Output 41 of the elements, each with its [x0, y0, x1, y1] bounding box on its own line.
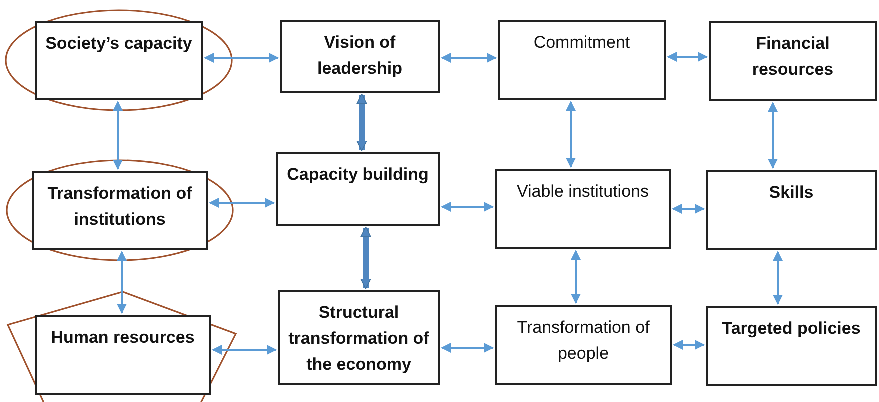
- double-arrow: [441, 53, 497, 63]
- box-label: Viable institutions: [516, 181, 650, 203]
- box-label: Vision of leadership: [316, 32, 404, 80]
- double-arrow: [117, 251, 127, 314]
- double-arrow: [672, 204, 705, 214]
- box-label: Transformation of people: [516, 317, 651, 365]
- double-arrow: [571, 250, 581, 304]
- double-arrow: [113, 101, 123, 170]
- concept-box: [498, 20, 666, 100]
- box-label: Human resources: [50, 327, 196, 349]
- concept-box: [35, 315, 211, 395]
- thick-double-arrow: [360, 226, 372, 290]
- box-label: Transformation of institutions: [46, 183, 194, 231]
- double-arrow: [566, 101, 576, 168]
- double-arrow: [441, 343, 494, 353]
- box-label: Skills: [768, 182, 815, 204]
- concept-box: [495, 169, 671, 249]
- double-arrow: [667, 52, 708, 62]
- box-label: Society’s capacity: [44, 33, 194, 55]
- box-label: Structural transformation of the economy: [288, 302, 430, 376]
- box-label: Commitment: [532, 32, 632, 54]
- double-arrow: [212, 345, 277, 355]
- double-arrow: [441, 202, 494, 212]
- double-arrow: [773, 251, 783, 305]
- concept-box: [280, 20, 440, 93]
- concept-box: [35, 21, 203, 100]
- double-arrow: [768, 102, 778, 169]
- box-label: Financial resources: [751, 33, 835, 81]
- concept-box: [32, 171, 208, 250]
- concept-box: [709, 21, 877, 101]
- concept-box: [278, 290, 440, 385]
- concept-box: [276, 152, 440, 226]
- box-label: Targeted policies: [721, 318, 862, 340]
- double-arrow: [209, 198, 275, 208]
- concept-box: [706, 170, 877, 250]
- double-arrow: [204, 53, 279, 63]
- concept-box: [706, 306, 877, 386]
- double-arrow: [673, 340, 705, 350]
- thick-double-arrow: [356, 94, 368, 152]
- concept-box: [495, 305, 672, 385]
- box-label: Capacity building: [286, 164, 430, 186]
